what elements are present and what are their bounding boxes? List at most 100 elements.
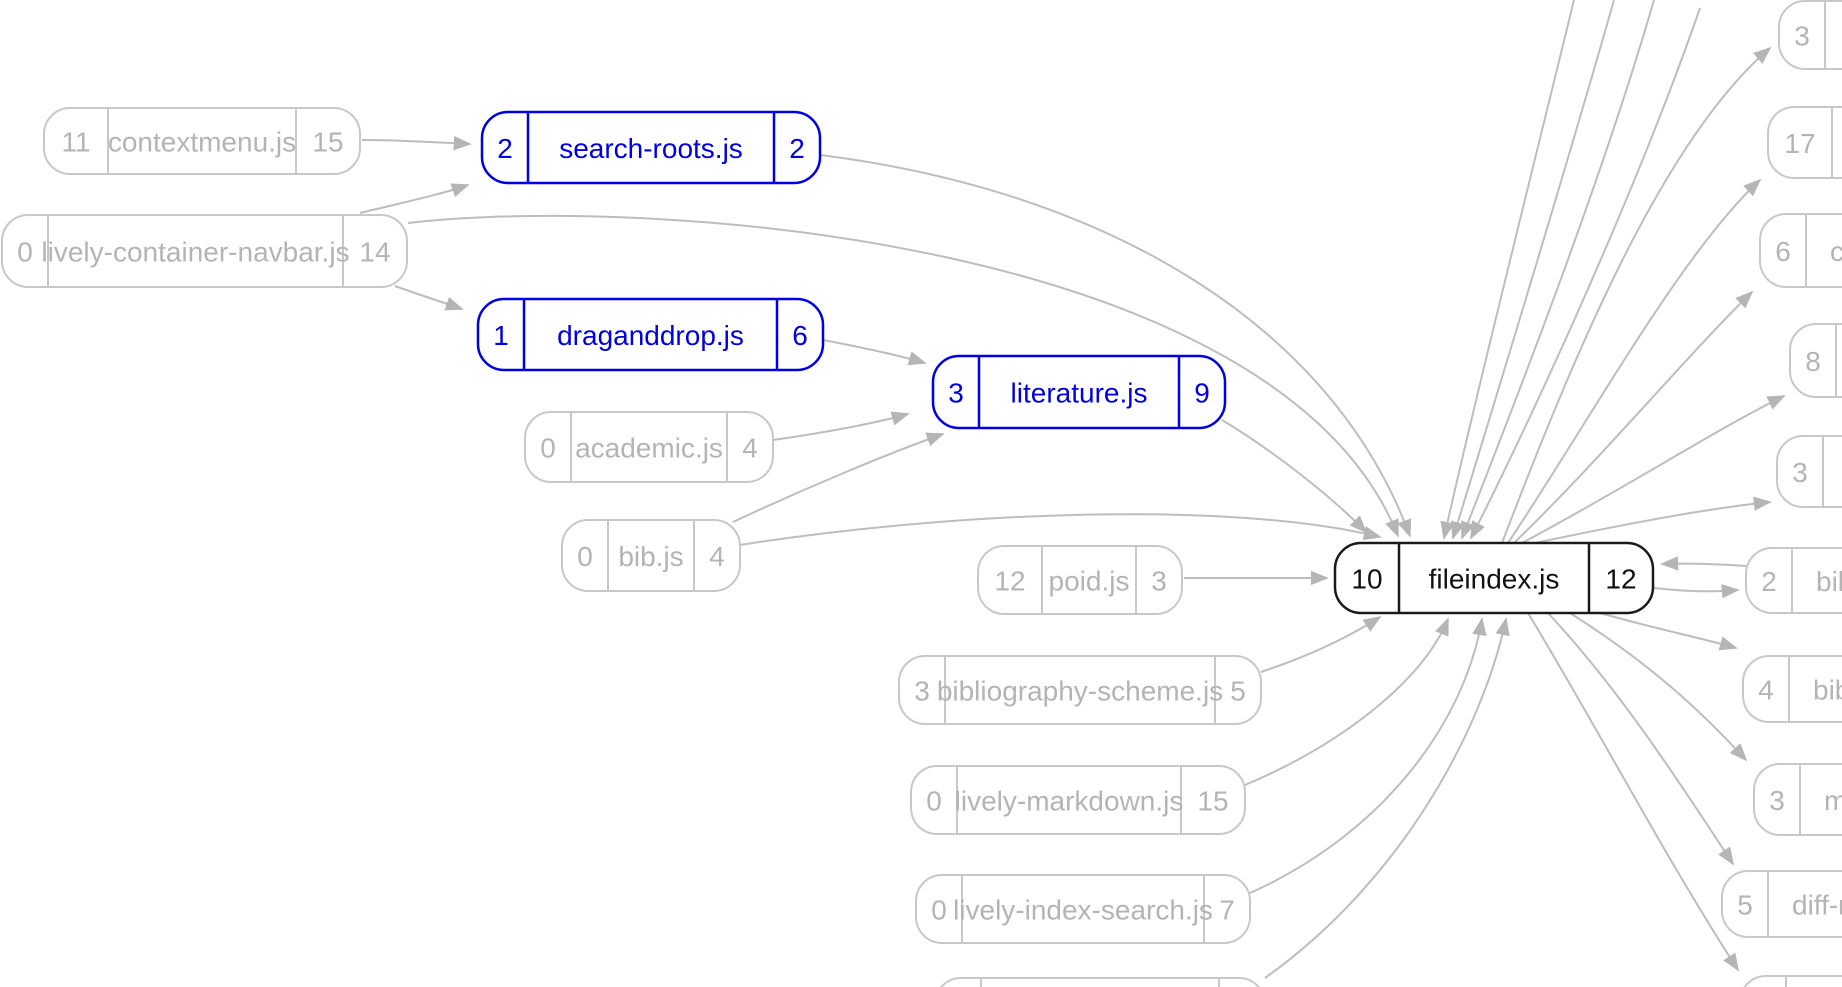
node-lively-markdown-name: lively-markdown.js (955, 786, 1184, 817)
node-r2-box[interactable] (1767, 106, 1842, 179)
node-contextmenu-out-count: 15 (312, 127, 343, 158)
edge-bib-to-fileindex (739, 513, 1382, 546)
node-bib-in-count: 0 (577, 541, 593, 572)
node-academic-in-count: 0 (540, 433, 556, 464)
node-literature-out-count: 9 (1194, 378, 1210, 409)
node-bibliography-scheme-out-count: 5 (1230, 676, 1246, 707)
node-bibliography-scheme-box[interactable] (898, 655, 1262, 725)
node-r10-box[interactable] (1740, 975, 1842, 987)
node-academic[interactable]: 0 academic.js 4 (524, 411, 774, 483)
node-academic-name: academic.js (575, 433, 723, 464)
node-lively-markdown-box[interactable] (910, 765, 1246, 835)
edge-fileindex-to-r1 (1501, 46, 1772, 544)
node-lively-container-navbar-in-count: 0 (17, 237, 33, 268)
node-draganddrop-box[interactable] (476, 297, 825, 372)
node-r9-box[interactable] (1721, 870, 1842, 938)
node-bottom-partial[interactable] (935, 977, 1265, 987)
node-search-roots-box[interactable] (480, 110, 822, 185)
node-lively-index-search-box[interactable] (915, 874, 1251, 944)
node-lively-index-search-name: lively-index-search.js (953, 895, 1213, 926)
node-fileindex-box[interactable] (1333, 541, 1655, 615)
node-academic-box[interactable] (524, 411, 774, 483)
node-r10[interactable] (1740, 975, 1842, 987)
node-contextmenu-name: contextmenu.js (108, 127, 296, 158)
node-r2[interactable]: 17 (1767, 106, 1842, 179)
node-academic-out-count: 4 (742, 433, 758, 464)
node-r6-name: bibl (1816, 566, 1842, 597)
edge-fileindex-to-r7 (1599, 612, 1738, 651)
node-contextmenu-box[interactable] (43, 107, 361, 175)
node-search-roots-name: search-roots.js (559, 133, 743, 164)
edge-bib-to-literature (732, 432, 945, 523)
node-r5[interactable]: 3 (1776, 435, 1842, 508)
edge-fileindex-to-r3 (1513, 290, 1754, 544)
node-lively-markdown-out-count: 15 (1197, 786, 1228, 817)
node-literature-in-count: 3 (948, 378, 964, 409)
edge-offscreen-top-3-to-fileindex (1461, 0, 1655, 540)
node-literature-box[interactable] (931, 354, 1227, 430)
node-r4-box[interactable] (1789, 323, 1842, 398)
node-r1[interactable]: 3 (1778, 0, 1842, 70)
edge-layer (359, 0, 1786, 979)
edge-fileindex-to-r6 (1652, 584, 1740, 599)
edge-draganddrop-to-literature (822, 339, 927, 366)
node-lively-container-navbar-box[interactable] (1, 214, 408, 288)
node-r5-box[interactable] (1776, 435, 1842, 508)
node-r3-in-count: 6 (1775, 236, 1791, 267)
node-lively-index-search-out-count: 7 (1219, 895, 1235, 926)
node-draganddrop-in-count: 1 (493, 320, 509, 351)
node-r3[interactable]: 6co (1759, 213, 1842, 288)
node-contextmenu-in-count: 11 (61, 127, 90, 158)
node-r2-in-count: 17 (1784, 128, 1815, 159)
edge-offscreen-top-1-to-fileindex (1440, 0, 1575, 540)
node-r6-box[interactable] (1745, 547, 1842, 614)
edge-contextmenu-to-search-roots (361, 135, 472, 151)
node-bottom-partial-box[interactable] (935, 977, 1265, 987)
node-fileindex-in-count: 10 (1351, 564, 1382, 595)
edge-offscreen-top-2-to-fileindex (1450, 0, 1615, 540)
node-r8-name: ma (1824, 785, 1842, 816)
edge-fileindex-to-r8 (1569, 612, 1748, 762)
node-r8-in-count: 3 (1769, 785, 1785, 816)
node-r6[interactable]: 2 bibl (1745, 547, 1842, 614)
node-r3-box[interactable] (1759, 213, 1842, 288)
edge-fileindex-to-r5 (1534, 496, 1772, 544)
node-r7-name: bibt (1813, 675, 1842, 706)
node-r7[interactable]: 4 bibt (1742, 655, 1842, 723)
node-contextmenu[interactable]: 11 contextmenu.js 15 (43, 107, 361, 175)
edge-bottom-partial-to-fileindex (1264, 617, 1510, 979)
node-r7-box[interactable] (1742, 655, 1842, 723)
edge-academic-to-literature (772, 411, 910, 441)
edge-literature-to-fileindex (1221, 419, 1368, 534)
node-draganddrop-name: draganddrop.js (557, 320, 744, 351)
node-poid-name: poid.js (1049, 566, 1130, 597)
edge-lively-container-navbar-to-fileindex (407, 214, 1399, 538)
node-bibliography-scheme-in-count: 3 (914, 676, 930, 707)
node-r1-box[interactable] (1778, 0, 1842, 70)
node-r8[interactable]: 3 ma (1753, 763, 1842, 836)
node-poid-box[interactable] (977, 545, 1183, 615)
node-bib-box[interactable] (561, 519, 741, 592)
node-r4[interactable]: 8 (1789, 323, 1842, 398)
edge-bibliography-scheme-to-fileindex (1260, 616, 1382, 673)
edge-lively-container-navbar-to-search-roots (359, 183, 470, 214)
node-r9-in-count: 5 (1737, 890, 1753, 921)
edge-fileindex-to-r2 (1507, 178, 1762, 544)
node-r9-name: diff-m (1792, 890, 1842, 921)
edge-r6-to-fileindex (1660, 556, 1747, 571)
node-r6-in-count: 2 (1761, 566, 1777, 597)
node-r1-in-count: 3 (1794, 21, 1810, 52)
node-r8-box[interactable] (1753, 763, 1842, 836)
node-r7-in-count: 4 (1758, 675, 1774, 706)
node-r9[interactable]: 5 diff-m (1721, 870, 1842, 938)
